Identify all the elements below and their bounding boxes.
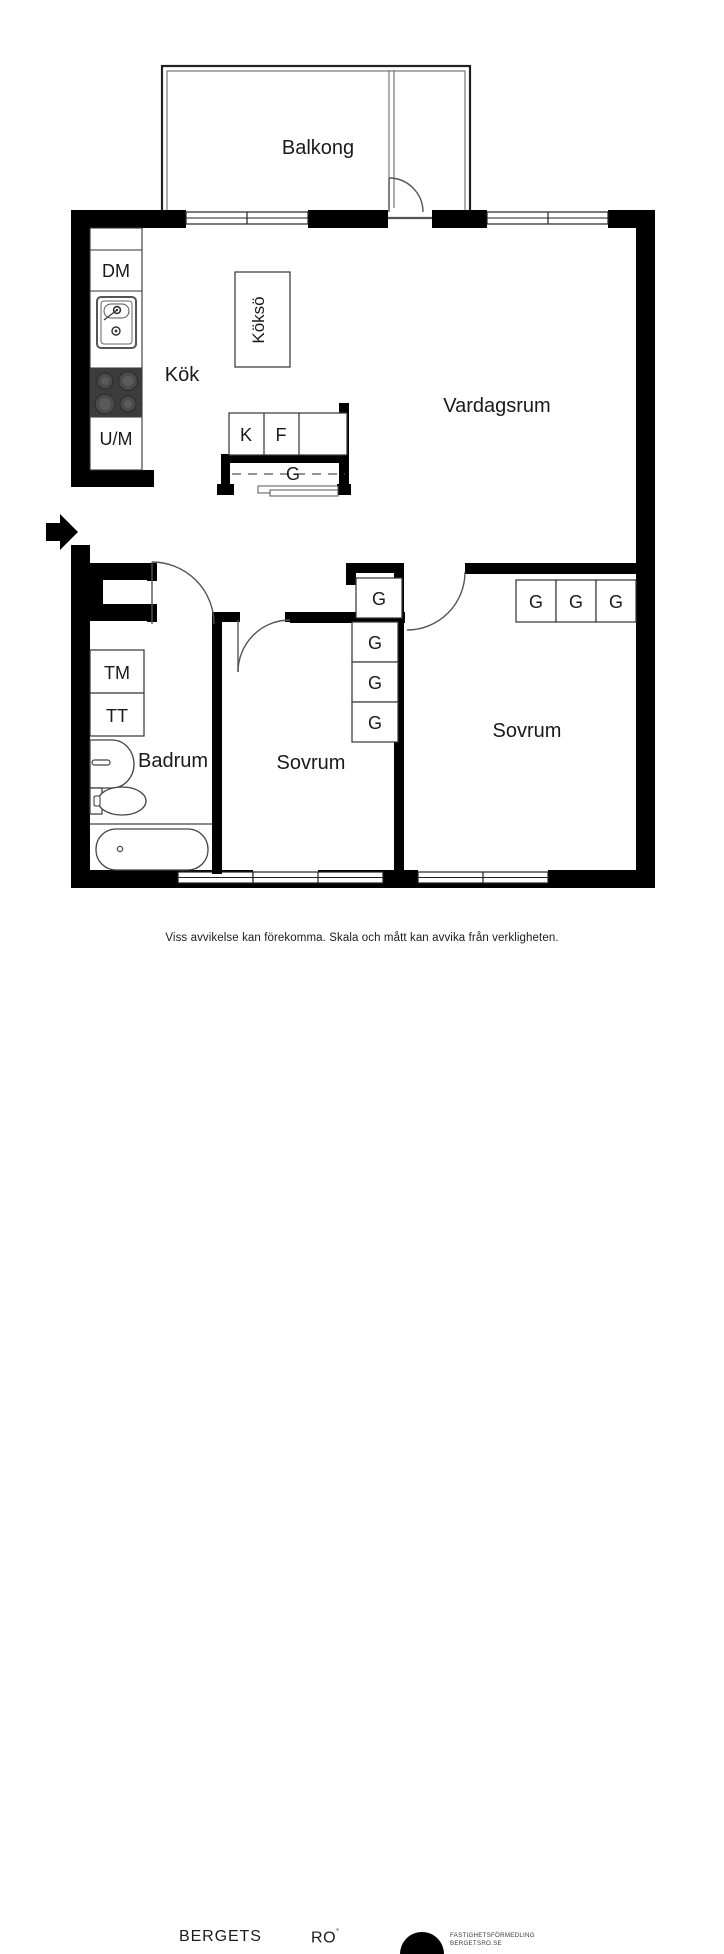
label-balkong: Balkong: [282, 137, 354, 159]
bathroom-fixtures: [89, 649, 212, 871]
bergetsro-logo: FASTIGHETSFÖRMEDLING BERGETSRO.SE: [400, 1927, 550, 1954]
label-tm: TM: [104, 663, 130, 683]
doors: [151, 177, 466, 673]
windows: [177, 70, 609, 884]
washbasin-icon: [89, 739, 135, 789]
entrance-arrow: [46, 514, 78, 550]
door-bathroom: [151, 561, 215, 625]
label-dm: DM: [102, 261, 130, 281]
label-g-mid-3: G: [368, 673, 382, 693]
label-g-right-2: G: [569, 592, 583, 612]
label-g-right-3: G: [609, 592, 623, 612]
plan-labels: Balkong Kök Köksö Vardagsrum Sovrum Sovr…: [100, 137, 624, 774]
brand-row: BERGETS RO˚ FASTIGHETSFÖRMEDLING BERGETS…: [0, 962, 724, 1954]
label-g-mid-2: G: [368, 633, 382, 653]
toilet-icon: [89, 786, 147, 816]
label-koko: Köksö: [249, 296, 268, 343]
balcony-door-glazing: [388, 70, 395, 208]
brand-ro-mark: ˚: [336, 1928, 340, 1938]
label-sovrum-hoger: Sovrum: [493, 720, 562, 742]
logo-line-2: BERGETSRO.SE: [450, 1939, 502, 1947]
floorplan-drawing: Balkong Kök Köksö Vardagsrum Sovrum Sovr…: [46, 64, 655, 888]
label-f: F: [276, 425, 287, 445]
label-sovrum-mitt: Sovrum: [277, 752, 346, 774]
brand-ro-wordmark: RO˚: [311, 1928, 340, 1947]
sink-icon: [96, 296, 137, 349]
door-sovrum-hoger: [406, 571, 466, 631]
window-top-right: [486, 211, 609, 225]
bathtub-icon: [90, 823, 212, 871]
window-sovrum-mitt: [252, 871, 384, 884]
label-badrum: Badrum: [138, 750, 208, 772]
door-sovrum-mitt: [237, 619, 291, 673]
label-g-mid-4: G: [368, 713, 382, 733]
label-g-right-1: G: [529, 592, 543, 612]
kitchen-island: [234, 271, 291, 368]
label-k: K: [240, 425, 252, 445]
window-sovrum-hoger: [417, 871, 549, 884]
closet-boxes: [351, 577, 637, 743]
dome-icon: [400, 1932, 444, 1954]
label-tt: TT: [106, 706, 128, 726]
label-kok: Kök: [165, 364, 200, 386]
door-balcony: [388, 177, 424, 213]
logo-line-1: FASTIGHETSFÖRMEDLING: [450, 1932, 535, 1939]
stove-icon: [90, 368, 142, 417]
kitchen-fixtures: [89, 227, 348, 497]
window-top-left: [185, 211, 309, 225]
disclaimer-text: Viss avvikelse kan förekomma. Skala och …: [165, 932, 559, 944]
label-g-kitchen: G: [286, 464, 300, 484]
floorplan-page: Balkong Kök Köksö Vardagsrum Sovrum Sovr…: [0, 64, 724, 1954]
label-vardagsrum: Vardagsrum: [443, 395, 550, 417]
exterior-walls: [71, 210, 655, 888]
label-um: U/M: [100, 429, 133, 449]
label-g-mid-1: G: [372, 589, 386, 609]
logo-text-block: FASTIGHETSFÖRMEDLING BERGETSRO.SE: [450, 1932, 535, 1947]
brand-ro-text: RO: [311, 1929, 337, 1947]
brand-bergets-wordmark: BERGETS: [179, 1928, 262, 1945]
